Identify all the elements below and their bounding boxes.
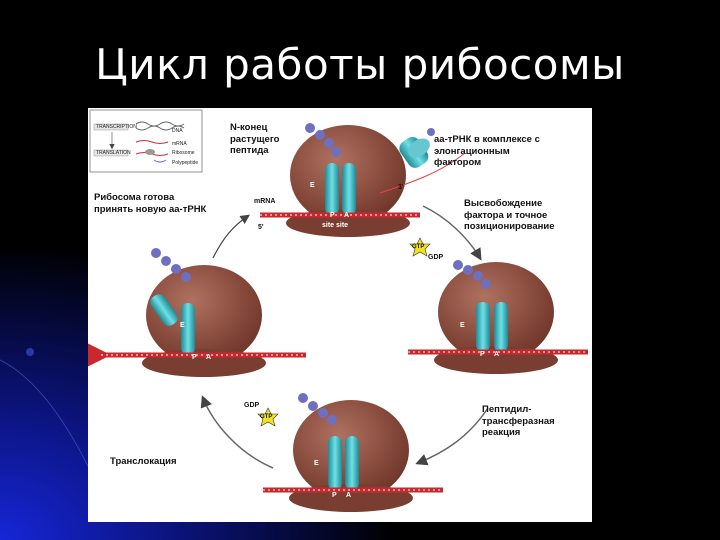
gtp-label-top: GTP (412, 244, 425, 250)
ribosome-cycle-figure: TRANSCRIPTION TRANSLATION DNA mRNA Ribos… (88, 108, 592, 522)
e-site-top: E (310, 182, 315, 189)
mrna-label: mRNA (254, 198, 276, 205)
aa-trna-complex-label: аа-тРНК в комплексе с элонгационным факт… (434, 134, 540, 168)
n-terminus-label: N-конец растущего пептида (230, 122, 280, 156)
aa-trna-elongation-factor (399, 128, 435, 168)
a-site-bottom: A (346, 492, 352, 499)
ribosome-top (260, 123, 466, 237)
ribosome-right (408, 260, 588, 374)
slide-title: Цикл работы рибосомы (95, 40, 625, 89)
p-site-left: P (192, 354, 197, 361)
ribosome-bottom (263, 393, 443, 512)
ribosome-left (88, 248, 306, 377)
e-site-left: E (180, 322, 185, 329)
cycle-arrows (200, 205, 489, 469)
inset-overview (89, 109, 203, 173)
ribosome-cycle-diagram (88, 109, 588, 512)
e-site-bottom: E (314, 460, 319, 467)
factor-release-label: Высвобождение фактора и точное позициони… (464, 198, 555, 232)
gdp-label-bottom: GDP (244, 402, 260, 409)
gtp-star-top (409, 237, 431, 257)
a-site-left: A (206, 354, 212, 361)
gtp-star-bottom (257, 407, 279, 427)
e-site-right: E (460, 322, 465, 329)
inset-mrna-label: mRNA (172, 141, 187, 147)
gdp-label-top: GDP (428, 254, 444, 261)
site-label-top: site site (322, 222, 349, 229)
p-site-bottom: P (332, 492, 337, 499)
peptidyl-transferase-label: Пептидил- трансферазная реакция (482, 404, 555, 438)
inset-transcription-label: TRANSCRIPTION (96, 124, 137, 130)
a-site-top: A (344, 212, 350, 219)
a-site-right: A (494, 351, 500, 358)
gtp-label-bottom: GTP (260, 414, 273, 420)
translocation-label: Транслокация (110, 456, 177, 467)
inset-polypeptide-label: Polypeptide (172, 160, 199, 166)
inset-dna-label: DNA (172, 128, 183, 134)
ribosome-ready-label: Рибосома готова принять новую аа-тРНК (94, 192, 207, 215)
inset-translation-label: TRANSLATION (96, 150, 131, 156)
inset-ribosome-label: Ribosome (172, 150, 195, 156)
five-prime-label: 5' (258, 224, 264, 231)
p-site-right: P (480, 351, 485, 358)
p-site-top: P (330, 212, 335, 219)
three-prime-label: 3' (398, 184, 404, 191)
